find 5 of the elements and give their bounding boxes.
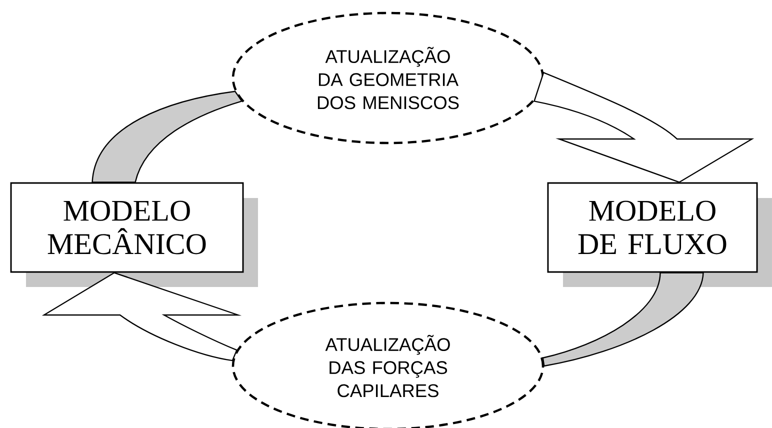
model-box: MODELO DE FLUXO xyxy=(547,182,758,273)
model-box: MODELO MECÂNICO xyxy=(10,182,244,273)
curved-band xyxy=(542,272,704,367)
curved-band xyxy=(92,90,242,183)
curved-block-arrow xyxy=(43,272,239,362)
